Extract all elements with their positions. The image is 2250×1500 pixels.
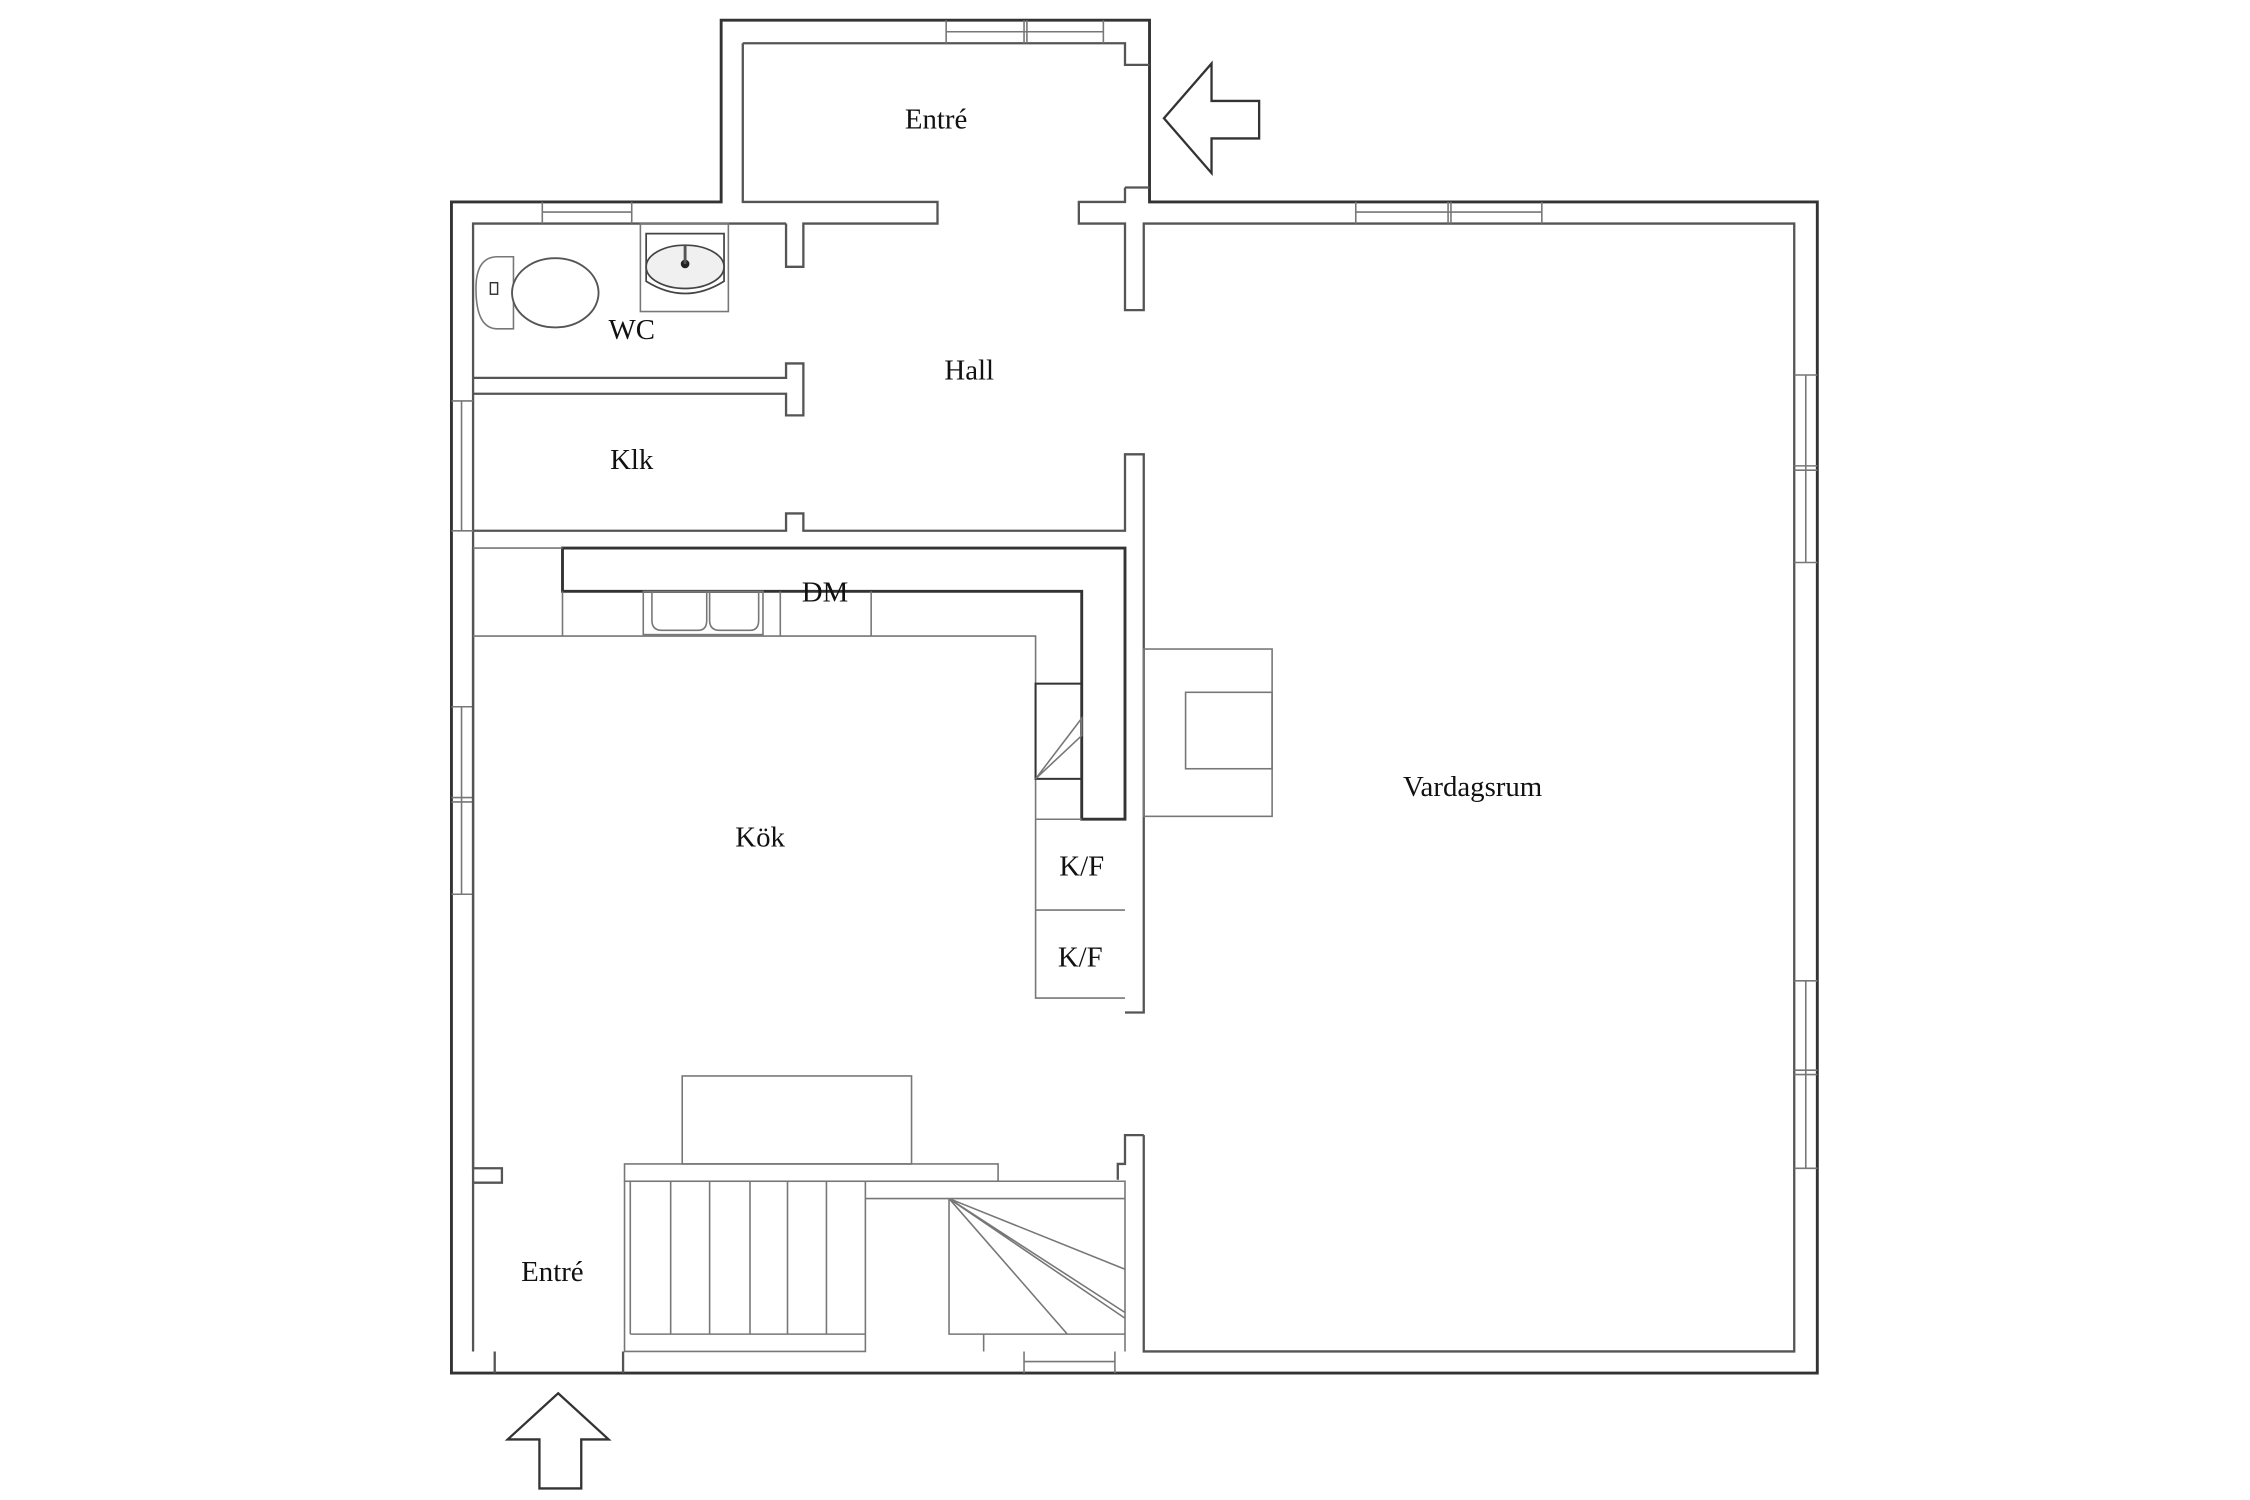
room-label-dm: DM bbox=[802, 576, 848, 608]
room-label-entre-top: Entré bbox=[905, 103, 967, 135]
kitchen-counter bbox=[473, 546, 1127, 999]
toilet-icon bbox=[475, 255, 600, 330]
room-label-wc: WC bbox=[609, 314, 655, 346]
double-sink-icon bbox=[642, 590, 764, 636]
room-label-vardagsrum: Vardagsrum bbox=[1403, 771, 1542, 803]
room-label-kf-1: K/F bbox=[1059, 850, 1104, 882]
stairs-icon bbox=[623, 1075, 1126, 1353]
arrow-up-icon bbox=[504, 1391, 612, 1490]
sink-icon bbox=[639, 222, 730, 313]
room-label-entre-bottom: Entré bbox=[521, 1256, 583, 1288]
fireplace-icon bbox=[1142, 648, 1273, 818]
room-label-kok: Kök bbox=[735, 822, 785, 854]
interior-walls bbox=[471, 362, 1145, 1374]
room-label-kf-2: K/F bbox=[1058, 941, 1103, 973]
room-label-klk: Klk bbox=[610, 444, 654, 476]
arrow-left-icon bbox=[1162, 60, 1261, 177]
room-label-hall: Hall bbox=[944, 354, 994, 386]
